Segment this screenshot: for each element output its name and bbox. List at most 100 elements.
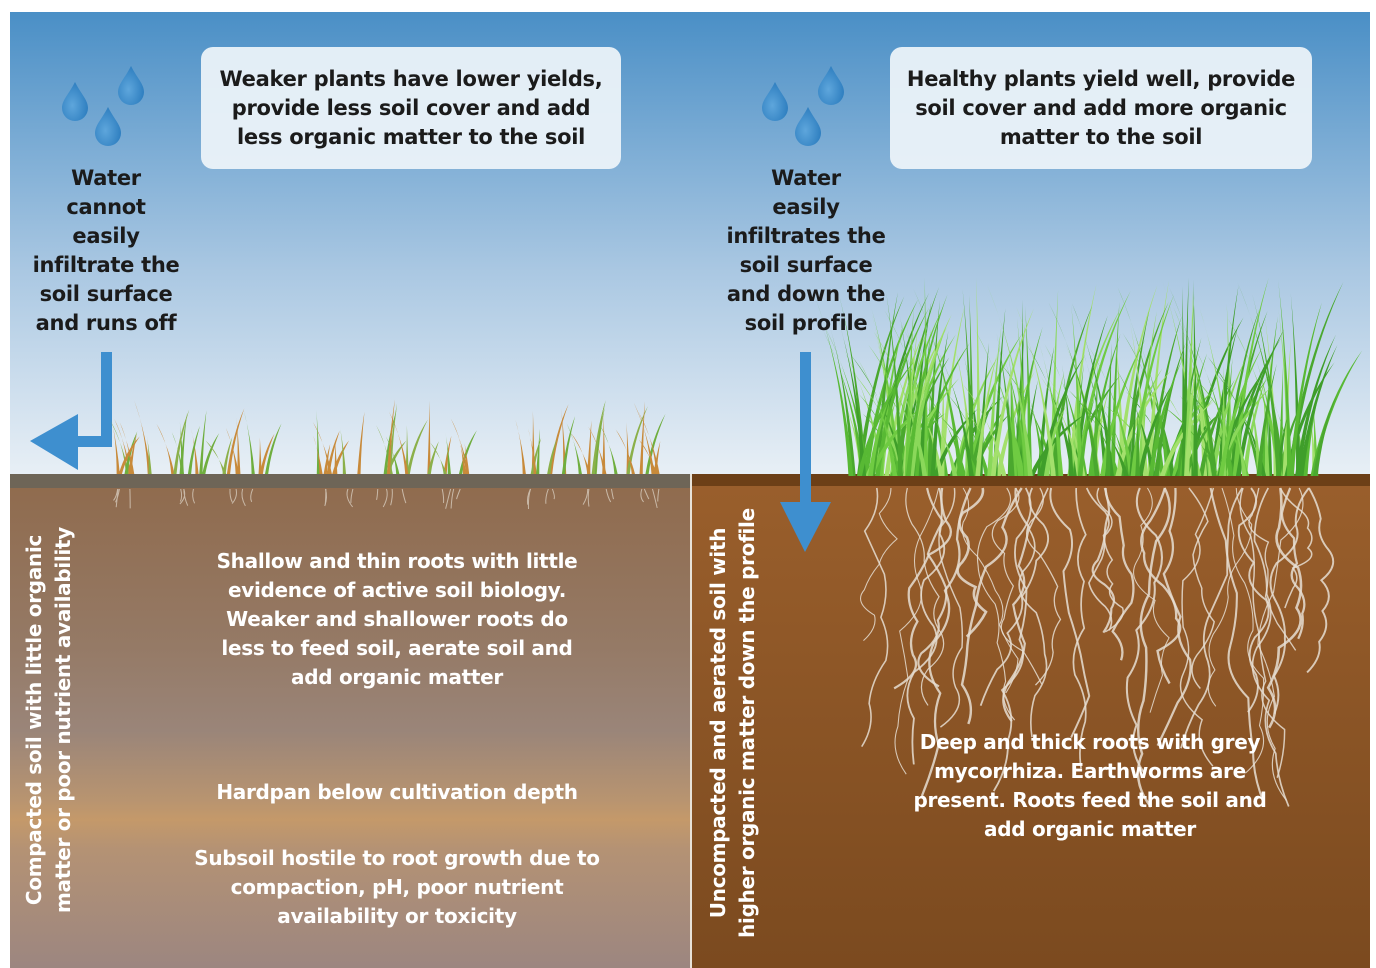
runoff-arrow-icon (30, 352, 112, 470)
left-water-text: Water cannot easily infiltrate the soil … (22, 164, 190, 338)
lush-grass-blade (906, 322, 925, 476)
left-water-line: easily (72, 224, 140, 248)
deep-root (992, 487, 1032, 792)
lush-grass-blade (1115, 369, 1172, 476)
lush-grass-blade (992, 308, 1006, 476)
left-surface-crust (10, 474, 690, 488)
lush-grass-blade (858, 359, 898, 476)
sparse-grass-blade (326, 430, 340, 474)
lush-grass-blade (969, 400, 994, 476)
right-water-line: soil surface (739, 253, 873, 277)
shallow-root (382, 488, 388, 508)
lush-grass-blade (1062, 364, 1074, 476)
shallow-root (250, 488, 254, 503)
shallow-root (350, 488, 354, 503)
lush-grass-blade (1191, 341, 1234, 476)
lush-grass-blade (986, 284, 1033, 476)
sparse-grass-blade (638, 412, 660, 474)
infiltration-arrow-icon (780, 352, 831, 552)
deep-root (893, 487, 952, 690)
lush-grass-blade (863, 299, 919, 476)
shallow-root (643, 488, 650, 500)
lush-grass-blade (1016, 306, 1056, 476)
deep-roots (860, 487, 1335, 808)
lush-grass-blade (1110, 301, 1120, 476)
deep-root (1136, 487, 1171, 808)
deep-root (1002, 487, 1031, 722)
lush-grass-blade (962, 384, 1007, 476)
sparse-grass-blade (259, 433, 275, 474)
panel-divider (690, 474, 692, 968)
lush-grass-blade (828, 320, 856, 476)
sparse-grass-blade (173, 409, 190, 474)
lush-grass-blade (1071, 304, 1083, 476)
lush-grass-blade (1041, 406, 1066, 476)
sparse-grass-blade (236, 417, 241, 474)
shallow-root (610, 488, 615, 500)
lush-grass-blade (930, 330, 949, 476)
lush-grass-blade (1278, 280, 1292, 476)
right-side-label-line: higher organic matter down the profile (735, 508, 759, 938)
lush-grass-blade (1235, 329, 1285, 476)
hardpan-text: Hardpan below cultivation depth (216, 780, 578, 804)
lush-grass-blade (1148, 360, 1182, 476)
lush-grass-blade (857, 360, 915, 476)
sparse-grass-blade (199, 410, 207, 474)
sparse-grass-blade (388, 411, 409, 474)
shallow-root (445, 488, 452, 509)
lush-grass-blade (1262, 381, 1270, 476)
deep-root (1239, 487, 1286, 779)
shallow-root (545, 488, 549, 504)
water-droplet-icon (118, 66, 144, 105)
lush-grass-blade (913, 288, 963, 476)
lush-grass-blade (1153, 342, 1187, 476)
sparse-grass-blade (561, 416, 576, 474)
sparse-grass-blade (547, 438, 558, 474)
sparse-grass-blade (202, 433, 220, 474)
deep-root (1049, 487, 1091, 738)
left-water-line: Water (71, 166, 141, 190)
deep-root (1237, 487, 1270, 713)
shallow-root (376, 488, 379, 501)
lush-grass-blade (836, 313, 867, 476)
shallow-root (241, 488, 246, 507)
lush-grass-blade (996, 332, 1015, 476)
sparse-grass-blade (313, 435, 323, 474)
sparse-grass-blade (626, 406, 648, 474)
lush-grass-blade (1210, 358, 1246, 476)
right-plant-callout: Healthy plants yield well, provide soil … (906, 67, 1296, 149)
lush-grass-blade (994, 386, 1025, 476)
sparse-grass-blade (124, 431, 138, 474)
sparse-grass-blade (171, 432, 184, 474)
left-soil-side-label: Compacted soil with little organic matte… (20, 520, 78, 920)
sparse-grass-blade (118, 436, 140, 474)
shallow-root (390, 488, 393, 506)
lush-grass-blade (1029, 413, 1087, 476)
sparse-grass-blade (385, 440, 407, 474)
shallow-root (582, 488, 589, 505)
lush-grass-blade (955, 414, 973, 476)
lush-grass-blade (905, 294, 948, 476)
sparse-grass-blade (357, 411, 365, 474)
shallow-root (652, 488, 658, 509)
shallow-root (551, 488, 555, 500)
left-roots-text: Shallow and thin roots with little evide… (216, 549, 578, 689)
deep-root (1209, 487, 1265, 804)
deep-root (1125, 487, 1163, 774)
sparse-grass-blade (405, 425, 409, 474)
sparse-grass-blade (445, 432, 451, 474)
left-water-line: infiltrate the (32, 253, 180, 277)
lush-grass-blade (952, 335, 975, 476)
shallow-root (587, 488, 590, 507)
sparse-grass-blade (626, 422, 630, 474)
lush-grass-blade (1039, 356, 1085, 476)
lush-grass-blade (925, 392, 967, 476)
deep-root (861, 487, 889, 748)
sparse-grass-blade (406, 419, 428, 474)
deep-root (1140, 487, 1182, 685)
sparse-grass-blade (463, 439, 470, 474)
sparse-grass-blade (427, 400, 431, 474)
water-droplet-icon (762, 82, 788, 121)
deep-root (1251, 487, 1290, 807)
lush-grass-blade (837, 386, 865, 476)
